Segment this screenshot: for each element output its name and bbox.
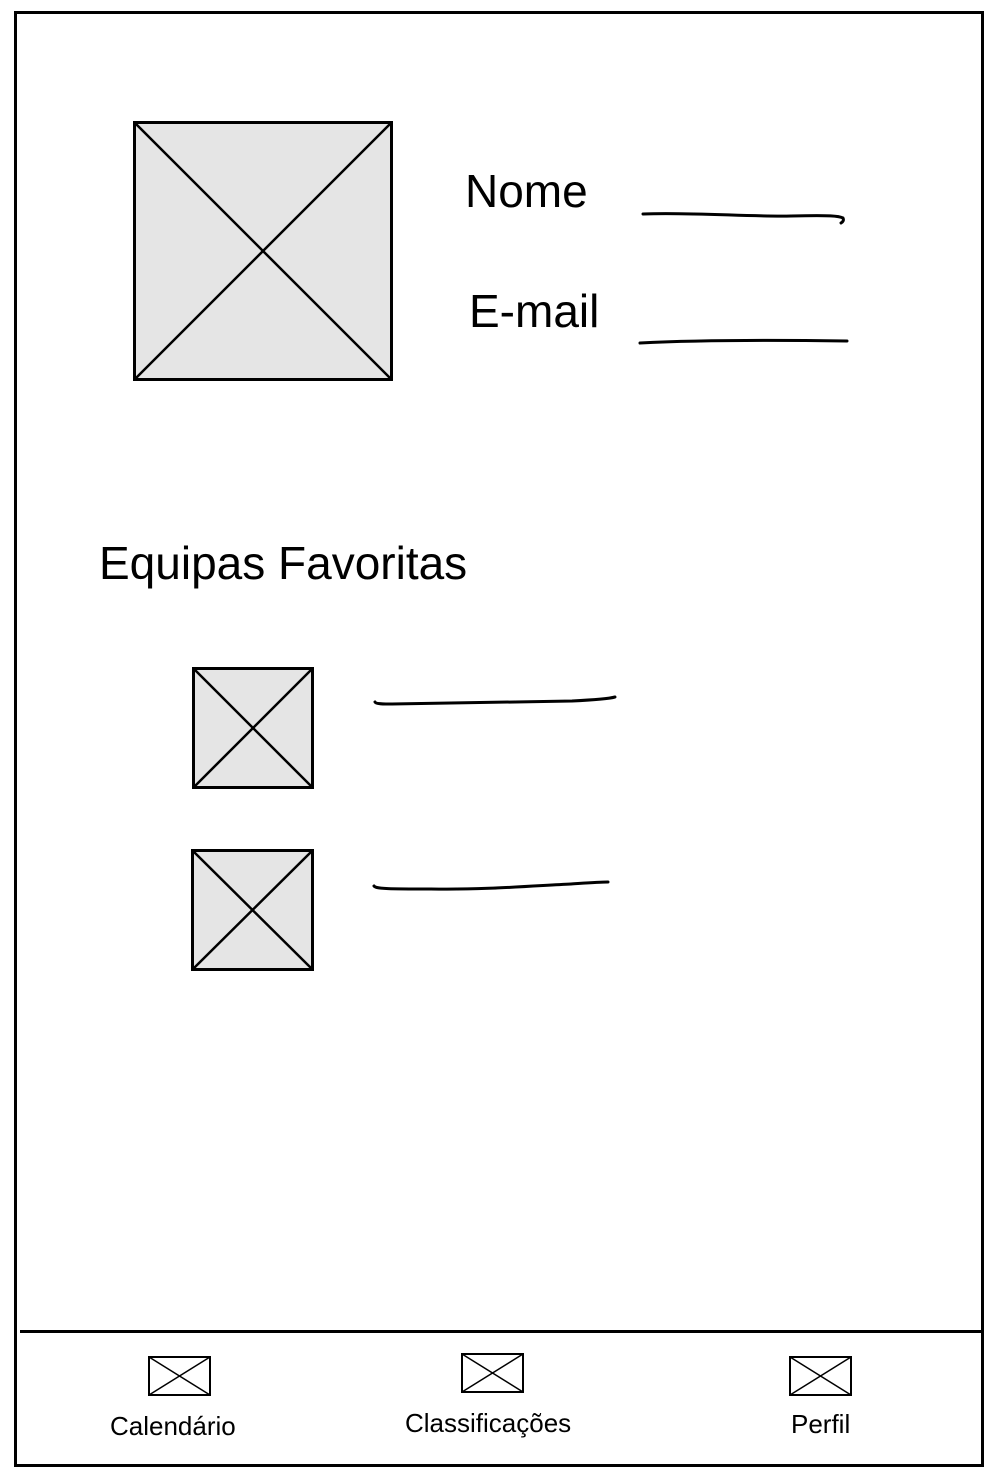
tab-classificacoes[interactable]: Classificações	[395, 1350, 605, 1450]
name-label: Nome	[465, 165, 588, 217]
calendar-image-icon	[148, 1356, 211, 1396]
phone-frame	[14, 11, 984, 1467]
favorite-team-2-image-icon[interactable]	[191, 849, 314, 971]
tab-classificacoes-label: Classificações	[405, 1408, 572, 1438]
favorite-team-1-name[interactable]	[372, 690, 618, 710]
tab-calendario[interactable]: Calendário	[100, 1350, 260, 1450]
profile-avatar-image-icon[interactable]	[133, 121, 393, 381]
email-field[interactable]	[638, 335, 850, 349]
name-field[interactable]	[641, 208, 847, 226]
tab-calendario-label: Calendário	[110, 1411, 236, 1441]
profile-image-icon	[789, 1356, 852, 1396]
tab-bar-divider	[20, 1330, 981, 1333]
tab-perfil-label: Perfil	[791, 1409, 851, 1439]
email-label: E-mail	[469, 285, 600, 337]
favorite-team-1-image-icon[interactable]	[192, 667, 314, 789]
favorite-team-2-name[interactable]	[371, 876, 611, 896]
favorite-teams-title: Equipas Favoritas	[99, 537, 468, 589]
standings-image-icon	[461, 1353, 524, 1393]
tab-perfil[interactable]: Perfil	[775, 1350, 875, 1450]
